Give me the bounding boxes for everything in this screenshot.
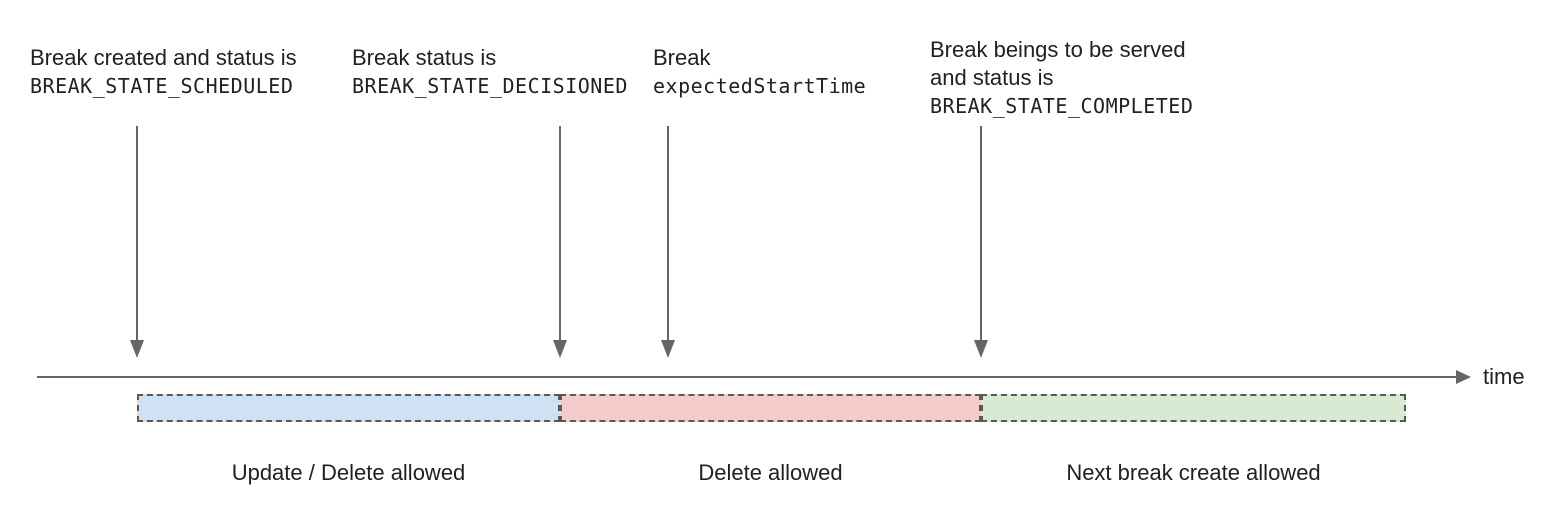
down-arrow-icon — [130, 340, 144, 358]
annotation-text: and status is — [930, 65, 1054, 90]
annotation-code: expectedStartTime — [653, 74, 867, 98]
time-axis-label: time — [1483, 364, 1525, 389]
time-axis-line — [37, 376, 1456, 378]
annotation-break-decisioned: Break status is BREAK_STATE_DECISIONED — [352, 44, 628, 100]
annotation-break-completed: Break beings to be served and status is … — [930, 36, 1193, 120]
annotation-code: BREAK_STATE_SCHEDULED — [30, 74, 294, 98]
down-arrow-icon — [661, 340, 675, 358]
segment-delete-allowed — [560, 394, 981, 422]
down-arrow-line — [559, 126, 561, 342]
annotation-text: Break created and status is — [30, 45, 297, 70]
down-arrow-line — [667, 126, 669, 342]
annotation-break-scheduled: Break created and status is BREAK_STATE_… — [30, 44, 297, 100]
time-axis-arrowhead-icon — [1456, 370, 1471, 384]
annotation-text: Break status is — [352, 45, 497, 70]
annotation-code: BREAK_STATE_DECISIONED — [352, 74, 628, 98]
down-arrow-line — [980, 126, 982, 342]
down-arrow-line — [136, 126, 138, 342]
segment-update-delete-allowed — [137, 394, 560, 422]
annotation-text: Break — [653, 45, 711, 70]
down-arrow-icon — [553, 340, 567, 358]
segment-label-delete-allowed: Delete allowed — [698, 460, 843, 485]
segment-label-update-delete-allowed: Update / Delete allowed — [231, 460, 466, 485]
annotation-text: Break beings to be served — [930, 37, 1186, 62]
annotation-expected-start-time: Break expectedStartTime — [653, 44, 866, 100]
annotation-code: BREAK_STATE_COMPLETED — [930, 94, 1194, 118]
down-arrow-icon — [974, 340, 988, 358]
segment-next-break-create-allowed — [981, 394, 1406, 422]
segment-label-next-break-create-allowed: Next break create allowed — [1066, 460, 1321, 485]
